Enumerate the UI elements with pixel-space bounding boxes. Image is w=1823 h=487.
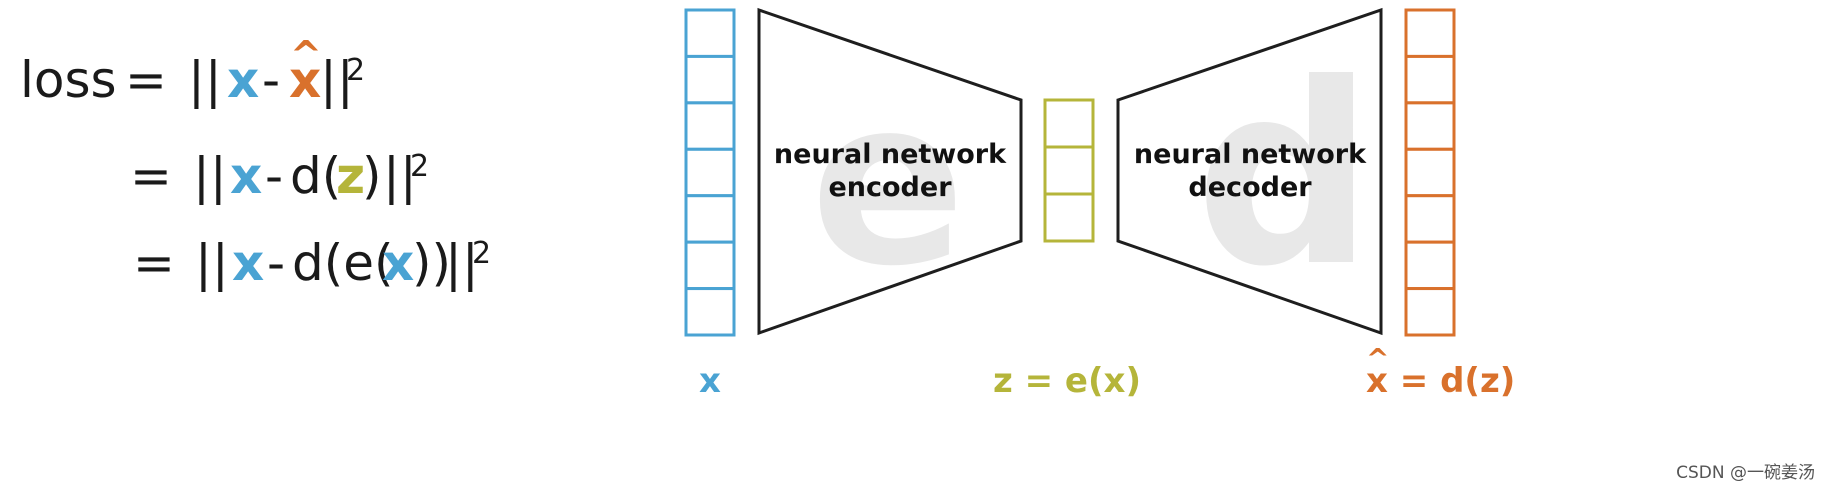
equals-sign-1: = <box>125 51 167 109</box>
input-label: x <box>699 361 721 401</box>
minus-3: - <box>267 234 285 292</box>
input-vector-cell <box>684 8 736 58</box>
latent-label: z = e(x) <box>993 361 1141 401</box>
loss-label: loss <box>20 51 117 109</box>
encoder-label-line2: encoder <box>828 172 952 203</box>
input-vector-cell <box>684 287 736 337</box>
latent-vector-cell <box>1043 192 1095 243</box>
output-vector-cell <box>1404 147 1456 198</box>
eq2-x: x <box>230 147 262 205</box>
norm-open-3: || <box>195 234 229 292</box>
output-vector <box>1404 8 1456 337</box>
latent-vector-cell <box>1043 98 1095 149</box>
encoder-block: e neural network encoder <box>757 7 1023 336</box>
equals-sign-3: = <box>133 234 175 292</box>
eq3-x: x <box>232 234 264 292</box>
norm-close-1: || <box>320 51 354 109</box>
norm-open-2: || <box>193 147 227 205</box>
eq1-x-hat-caret: ^ <box>290 33 322 77</box>
output-vector-cell <box>1404 240 1456 291</box>
latent-vector-cell <box>1043 145 1095 196</box>
output-label-hat: ^ <box>1366 342 1389 375</box>
decoder-watermark: d <box>1195 30 1374 321</box>
norm-close-2: || <box>383 147 417 205</box>
loss-equations: loss = || x - ^ x || 2 = || x - d( z ) |… <box>20 33 491 292</box>
eq1-x: x <box>227 51 259 109</box>
eq2-z: z <box>336 147 365 205</box>
input-vector-cell <box>684 101 736 151</box>
decoder-label-line1: neural network <box>1134 139 1367 170</box>
output-label: x = d(z) <box>1366 361 1515 401</box>
eq3-d-e-open: d(e( <box>292 234 394 292</box>
decoder-block: d neural network decoder <box>1116 7 1383 336</box>
latent-vector <box>1043 98 1095 243</box>
equals-sign-2: = <box>130 147 172 205</box>
csdn-credit: CSDN @一碗姜汤 <box>1676 463 1815 483</box>
input-vector <box>684 8 736 337</box>
output-vector-cell <box>1404 101 1456 151</box>
encoder-label-line1: neural network <box>774 139 1007 170</box>
output-vector-cell <box>1404 194 1456 244</box>
eq1-x-hat: x <box>289 51 321 109</box>
eq2-d-open: d( <box>290 147 341 205</box>
minus-1: - <box>262 51 280 109</box>
norm-close-3: || <box>445 234 479 292</box>
eq3-x-inner: x <box>382 234 414 292</box>
norm-open-1: || <box>188 51 222 109</box>
output-vector-cell <box>1404 287 1456 337</box>
output-vector-cell <box>1404 8 1456 58</box>
squared-3: 2 <box>472 236 491 271</box>
squared-1: 2 <box>346 53 365 88</box>
output-vector-cell <box>1404 54 1456 105</box>
encoder-trapezoid <box>757 7 1023 336</box>
encoder-watermark: e <box>810 50 966 317</box>
input-vector-cell <box>684 240 736 291</box>
decoder-label-line2: decoder <box>1188 172 1312 203</box>
eq2-close: ) <box>362 147 382 205</box>
eq3-close: )) <box>412 234 451 292</box>
input-vector-cell <box>684 54 736 105</box>
input-vector-cell <box>684 147 736 198</box>
decoder-trapezoid <box>1116 7 1383 336</box>
squared-2: 2 <box>410 149 429 184</box>
minus-2: - <box>265 147 283 205</box>
input-vector-cell <box>684 194 736 244</box>
